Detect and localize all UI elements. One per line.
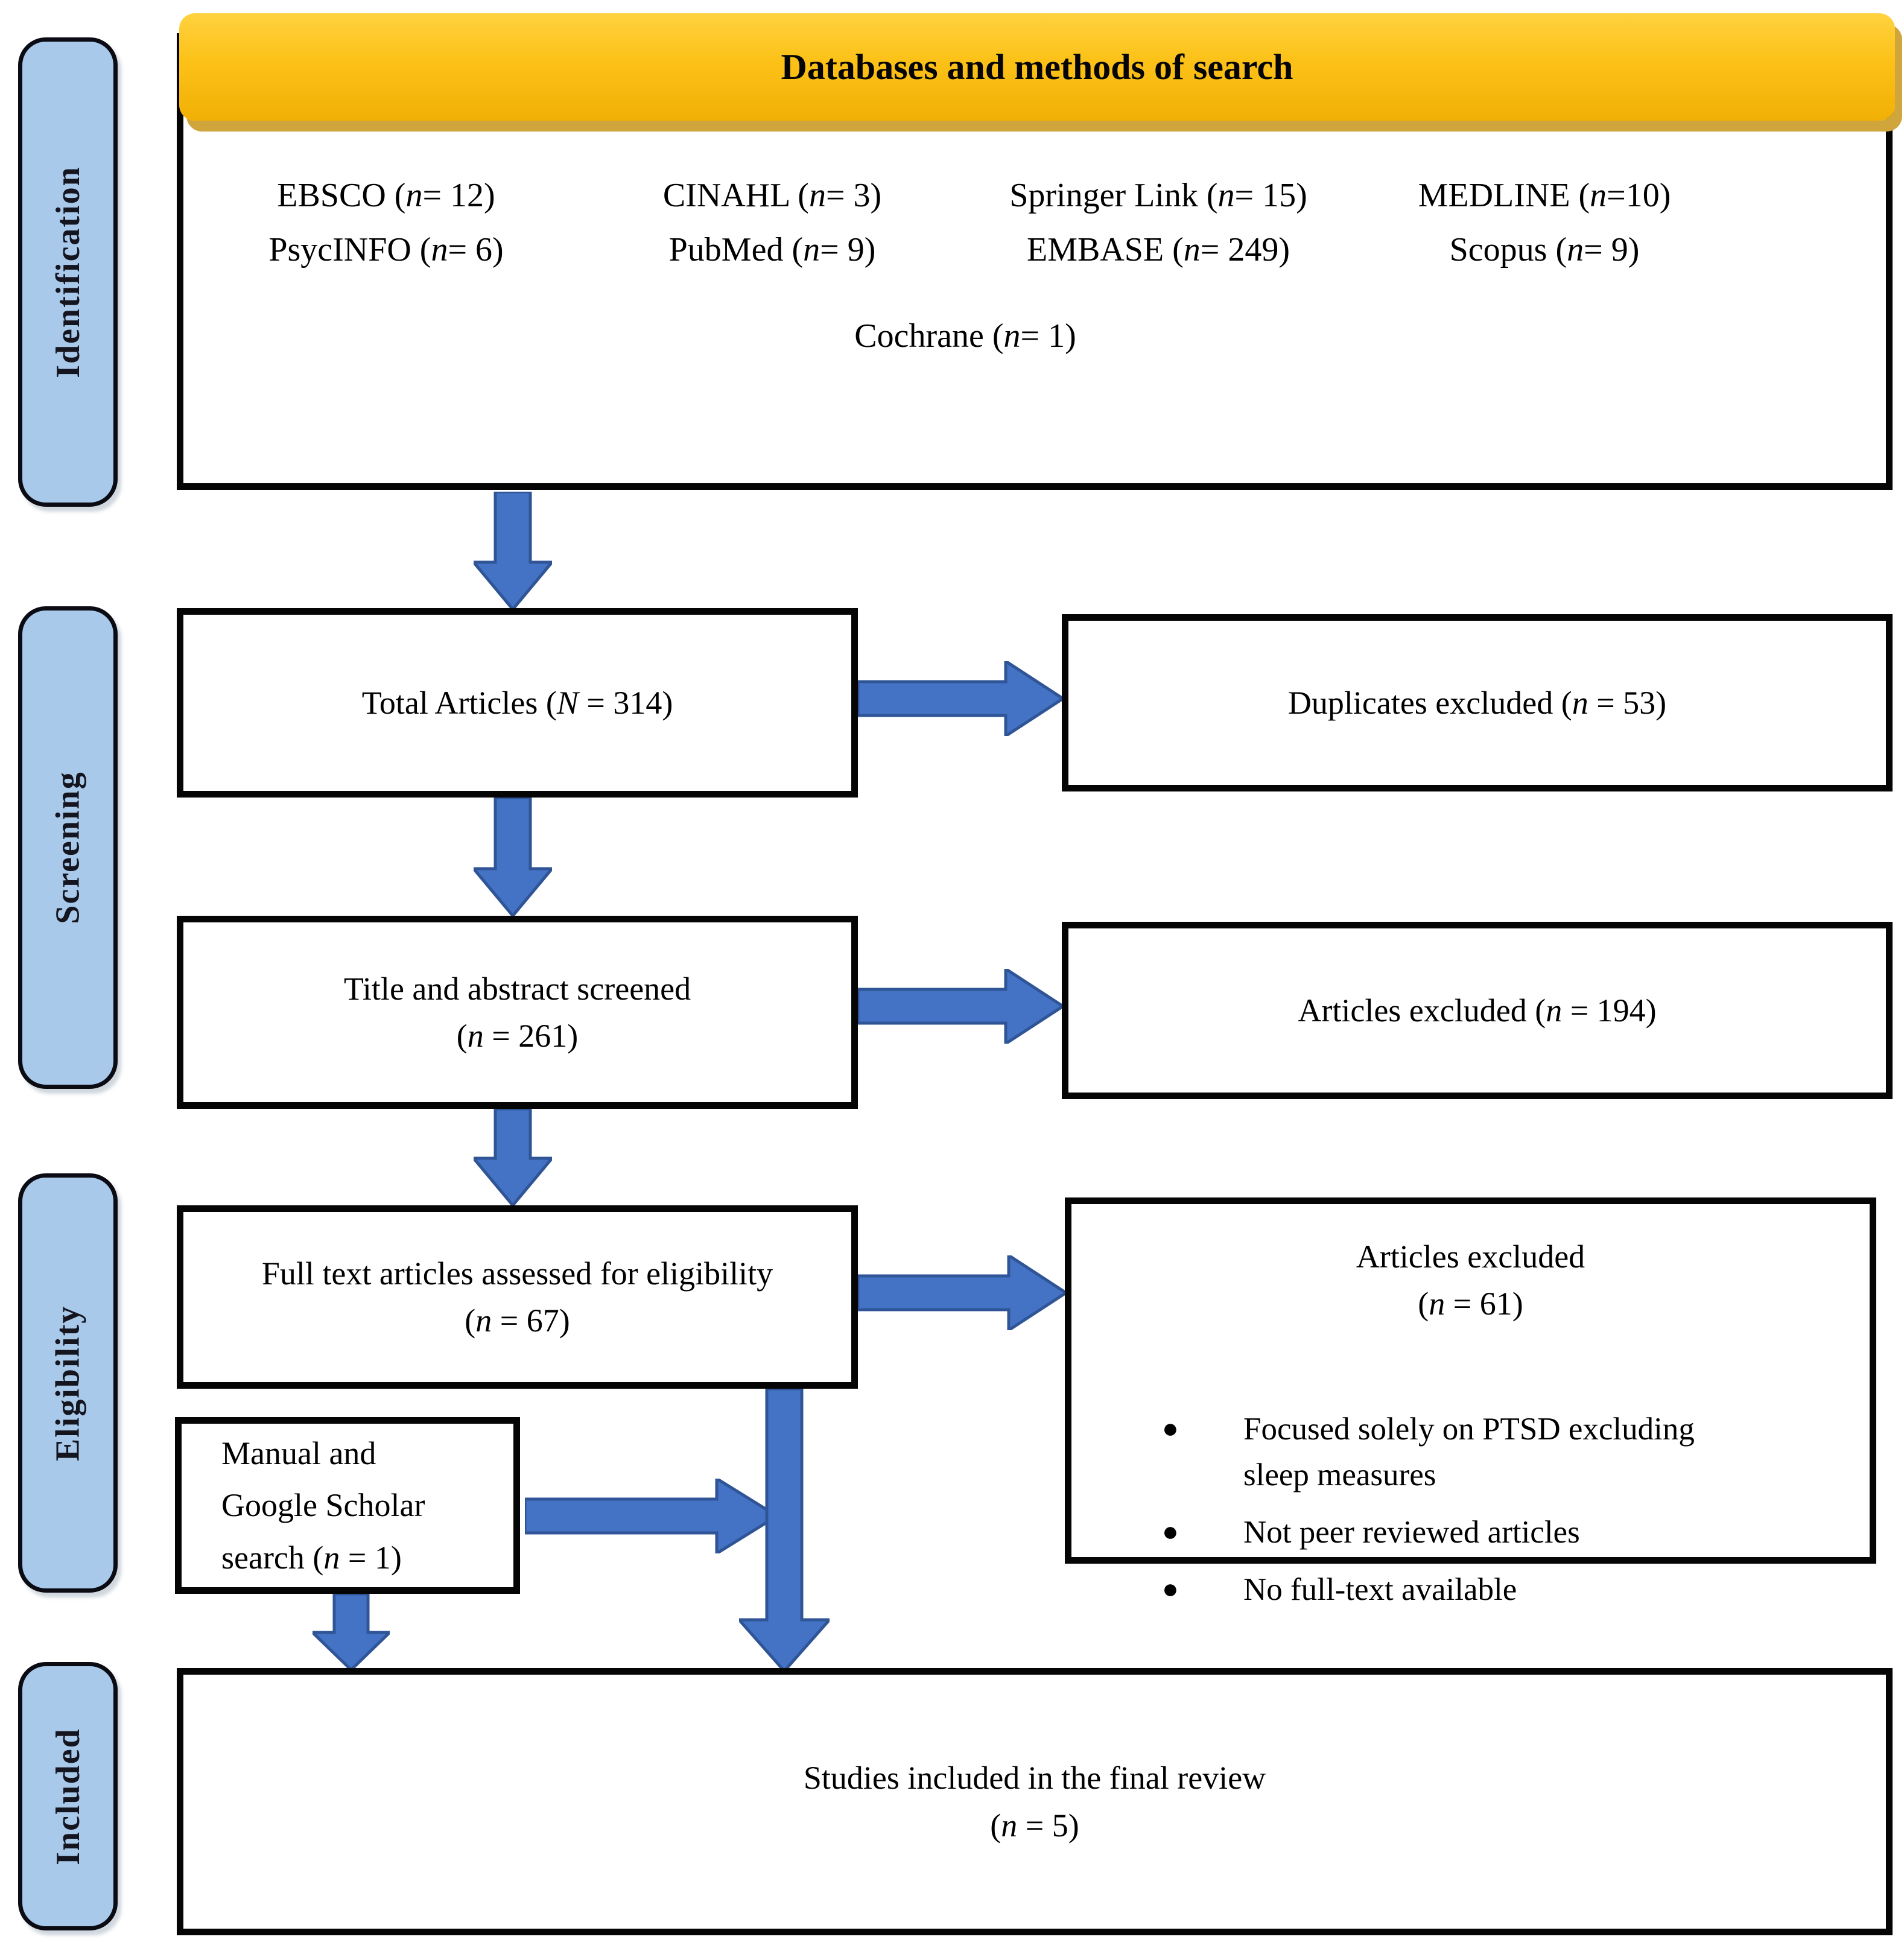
arrow-identification-to-total <box>474 492 552 609</box>
manual-search-line1: Manual and <box>221 1435 376 1471</box>
stage-identification-label: Identification <box>49 166 87 378</box>
bullet-icon: ● <box>1162 1412 1179 1444</box>
screened-box: Title and abstract screened (n = 261) <box>177 916 858 1109</box>
exclusion-reason-text: Not peer reviewed articles <box>1243 1515 1580 1550</box>
duplicates-excluded-box: Duplicates excluded (n = 53) <box>1062 614 1893 791</box>
arrow-screened-to-fulltext <box>474 1109 552 1205</box>
included-box: Studies included in the final review (n … <box>177 1668 1893 1935</box>
stage-included: Included <box>18 1662 118 1930</box>
arrow-screened-to-excluded <box>858 969 1063 1044</box>
fulltext-line1: Full text articles assessed for eligibil… <box>261 1255 773 1292</box>
databases-header: Databases and methods of search <box>179 13 1895 121</box>
database-medline: MEDLINE (n =10) <box>1418 177 1671 214</box>
fulltext-box: Full text articles assessed for eligibil… <box>177 1205 858 1389</box>
arrow-total-to-screened <box>474 798 552 916</box>
arrow-manual-to-included-flow <box>525 1479 777 1553</box>
exclusion-reason-item: ● No full-text available <box>1162 1567 1744 1613</box>
manual-search-line3: search (n = 1) <box>221 1539 402 1576</box>
database-row-1: EBSCO (n = 12) CINAHL (n = 3) Springer L… <box>193 170 1737 221</box>
database-row-2: PsycINFO (n = 6) PubMed (n = 9) EMBASE (… <box>193 224 1737 275</box>
database-springer: Springer Link (n = 15) <box>1009 177 1307 214</box>
stage-included-label: Included <box>49 1727 87 1865</box>
articles-excluded-eligibility-box: Articles excluded (n = 61) ● Focused sol… <box>1065 1197 1876 1607</box>
stage-screening: Screening <box>18 606 118 1089</box>
exclusion-reason-text: Focused solely on PTSD excluding sleep m… <box>1243 1411 1695 1493</box>
total-articles-text: Total Articles (N = 314) <box>361 684 673 721</box>
exclusion-reason-text: No full-text available <box>1243 1572 1517 1608</box>
database-embase: EMBASE (n = 249) <box>1026 231 1290 268</box>
screened-line1: Title and abstract screened <box>343 970 691 1007</box>
stage-eligibility-label: Eligibility <box>49 1305 87 1461</box>
database-pubmed: PubMed (n = 9) <box>668 231 876 268</box>
database-psycinfo: PsycINFO (n = 6) <box>268 231 504 268</box>
screened-line2: (n = 261) <box>456 1018 579 1054</box>
database-scopus: Scopus (n = 9) <box>1449 231 1640 268</box>
database-cochrane: Cochrane (n= 1) <box>854 317 1076 355</box>
articles-excluded-screening-text: Articles excluded (n = 194) <box>1298 992 1657 1029</box>
fulltext-line2: (n = 67) <box>465 1302 570 1339</box>
included-line1: Studies included in the final review <box>803 1760 1266 1797</box>
bullet-icon: ● <box>1162 1573 1179 1605</box>
articles-excluded-screening-box: Articles excluded (n = 194) <box>1062 922 1893 1099</box>
exclusion-reason-item: ● Not peer reviewed articles <box>1162 1509 1744 1556</box>
articles-excluded-eligibility-count: (n = 61) <box>1418 1286 1523 1322</box>
database-cinahl: CINAHL (n = 3) <box>662 177 882 214</box>
articles-excluded-eligibility-title: Articles excluded <box>1356 1239 1585 1275</box>
manual-search-box: Manual and Google Scholar search (n = 1) <box>175 1417 520 1594</box>
arrow-total-to-duplicates <box>858 661 1063 736</box>
included-line2: (n = 5) <box>990 1807 1079 1844</box>
total-articles-box: Total Articles (N = 314) <box>177 608 858 798</box>
arrow-manual-to-included <box>313 1594 390 1670</box>
duplicates-excluded-text: Duplicates excluded (n = 53) <box>1287 684 1667 721</box>
arrow-fulltext-to-excluded <box>858 1255 1066 1330</box>
stage-identification: Identification <box>18 37 118 507</box>
exclusion-reason-list: ● Focused solely on PTSD excluding sleep… <box>1071 1406 1744 1624</box>
stage-screening-label: Screening <box>49 771 87 924</box>
manual-search-line2: Google Scholar <box>221 1487 425 1524</box>
databases-header-title: Databases and methods of search <box>781 46 1293 87</box>
exclusion-reason-item: ● Focused solely on PTSD excluding sleep… <box>1162 1406 1744 1499</box>
stage-eligibility: Eligibility <box>18 1173 118 1593</box>
bullet-icon: ● <box>1162 1516 1179 1547</box>
database-ebsco: EBSCO (n = 12) <box>277 177 495 214</box>
arrow-fulltext-to-included <box>739 1389 830 1671</box>
